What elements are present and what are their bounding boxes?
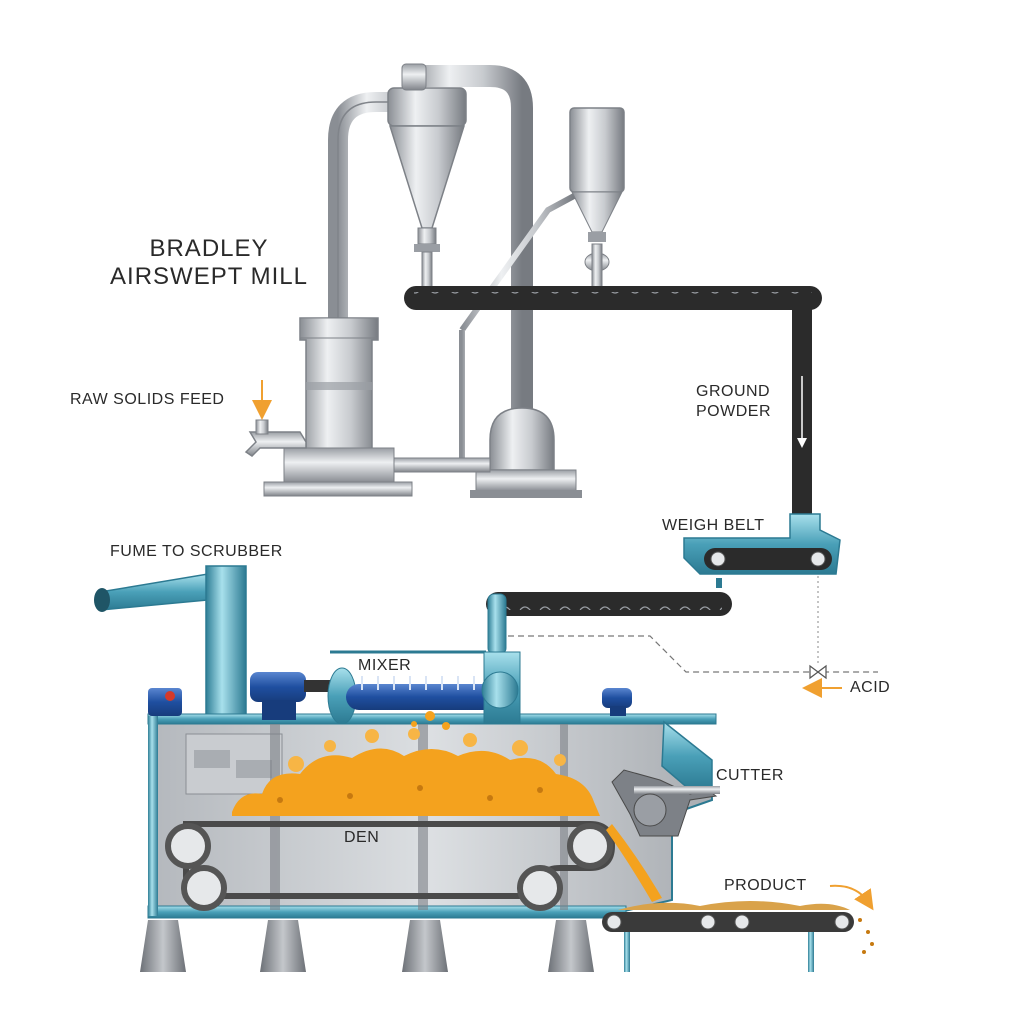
mill-fan bbox=[470, 407, 582, 498]
airswept-mill-section bbox=[244, 63, 822, 520]
fume-label: FUME TO SCRUBBER bbox=[110, 543, 283, 560]
return-air-pipe bbox=[410, 65, 533, 430]
den-vessel bbox=[140, 713, 720, 972]
product-conveyor bbox=[602, 901, 874, 972]
fume-stack bbox=[94, 565, 247, 725]
screw-conveyor-top bbox=[404, 286, 822, 310]
den-roller-1 bbox=[165, 823, 211, 869]
weigh-belt-unit bbox=[683, 513, 841, 588]
den-roller-3 bbox=[567, 823, 613, 869]
acid-line bbox=[508, 635, 878, 673]
falling-product bbox=[606, 824, 662, 902]
ground-powder-label-1: GROUND bbox=[696, 383, 770, 400]
den-label: DEN bbox=[344, 829, 379, 846]
mill-title-line2: AIRSWEPT MILL bbox=[110, 263, 308, 290]
product-arrow bbox=[829, 884, 874, 911]
small-motor-left bbox=[148, 688, 182, 716]
small-motor-right bbox=[602, 688, 632, 716]
ground-powder-label-2: POWDER bbox=[696, 403, 771, 420]
den-material-pile bbox=[232, 728, 600, 816]
cyclone-separator bbox=[387, 87, 467, 289]
screw-conveyor-den-feed bbox=[486, 592, 732, 655]
acid-label: ACID bbox=[850, 679, 890, 696]
acid-valve bbox=[809, 664, 827, 680]
product-label: PRODUCT bbox=[724, 877, 807, 894]
ground-powder-arrow-head bbox=[797, 438, 807, 448]
mixer-label: MIXER bbox=[358, 657, 411, 674]
duct-outline bbox=[337, 101, 420, 320]
den-roller-4 bbox=[517, 865, 563, 911]
mill-body bbox=[244, 317, 491, 497]
cutter-drum bbox=[611, 769, 720, 837]
den-roller-2 bbox=[181, 865, 227, 911]
weigh-belt-label: WEIGH BELT bbox=[662, 517, 765, 534]
cutter-label: CUTTER bbox=[716, 767, 784, 784]
mill-title-line1: BRADLEY bbox=[149, 235, 268, 262]
bleed-pipe bbox=[459, 330, 490, 465]
product-hopper bbox=[569, 107, 625, 289]
mixer-unit bbox=[327, 650, 521, 730]
raw-feed-label: RAW SOLIDS FEED bbox=[70, 391, 224, 408]
pipe-elbow bbox=[401, 63, 427, 91]
